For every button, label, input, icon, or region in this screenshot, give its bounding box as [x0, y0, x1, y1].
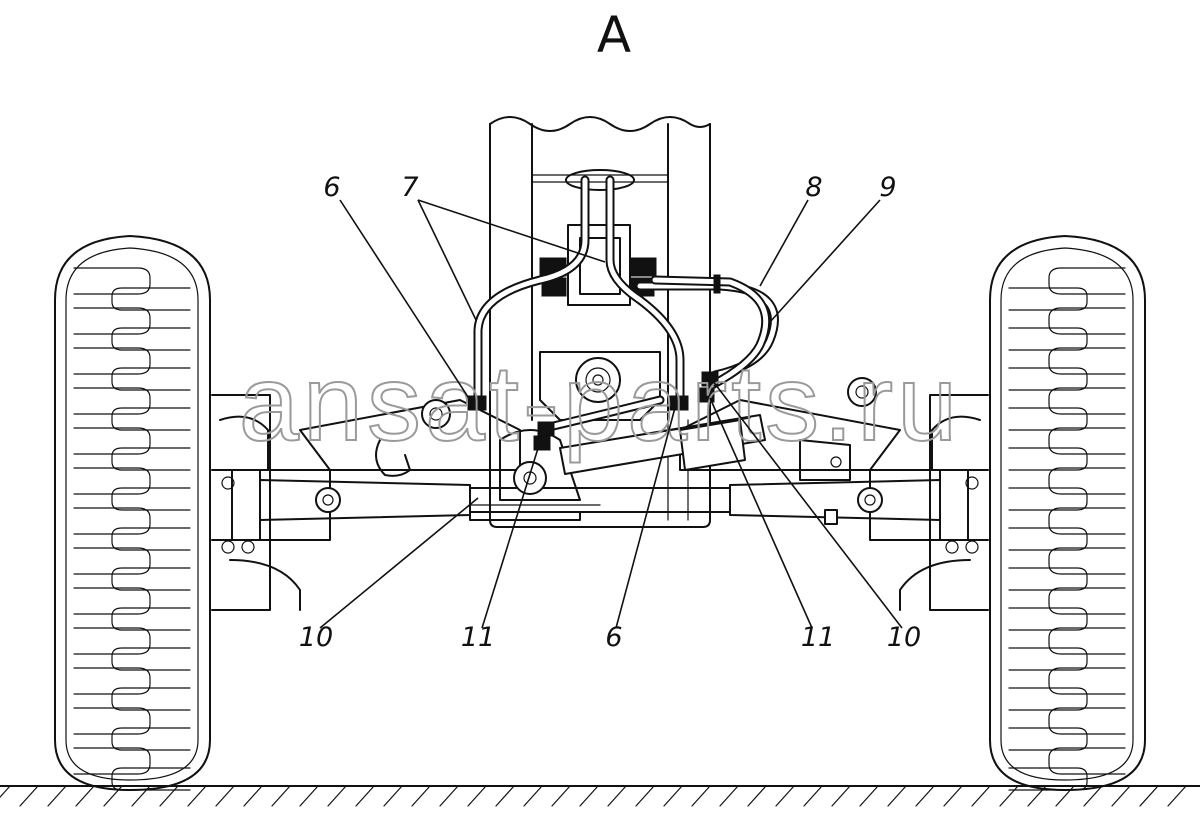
callouts: 6 7 8 9 10 11 6 11 10: [299, 172, 921, 653]
hydraulic-hoses: [467, 175, 779, 451]
left-tire: [54, 235, 211, 791]
leader-lines: [319, 199, 903, 629]
view-label: A: [597, 6, 631, 64]
callout-9: 9: [879, 172, 896, 203]
callout-6-bottom: 6: [605, 622, 622, 653]
callout-11-left: 11: [461, 622, 495, 653]
callout-10-right: 10: [887, 622, 921, 653]
callout-11-right: 11: [801, 622, 835, 653]
callout-10-left: 10: [299, 622, 333, 653]
callout-8: 8: [805, 172, 822, 203]
axle-assembly: [259, 377, 941, 525]
central-pivot: [469, 351, 661, 521]
right-tire: [989, 235, 1146, 791]
watermark-text: ansat-parts.ru: [239, 342, 961, 463]
callout-6-top: 6: [323, 172, 340, 203]
ground: [0, 785, 1200, 807]
callout-7: 7: [401, 172, 418, 203]
steering-cylinder: [559, 414, 766, 475]
